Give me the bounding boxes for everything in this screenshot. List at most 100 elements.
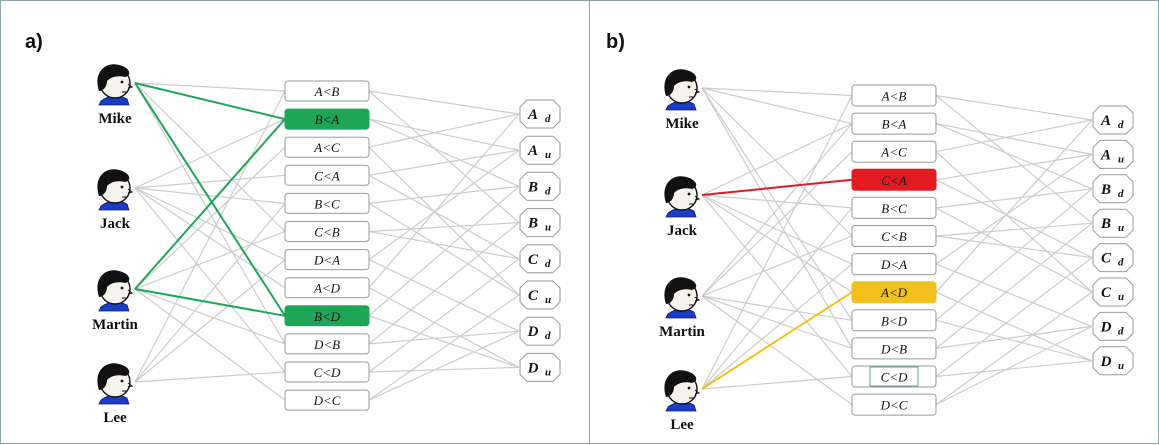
a-avatar-hair bbox=[97, 169, 130, 196]
b-highlighted-edge bbox=[701, 178, 853, 196]
b-edge bbox=[701, 151, 853, 297]
a-edge bbox=[134, 230, 286, 290]
b-edges bbox=[701, 87, 1093, 406]
b-outcome-node-sub: u bbox=[1118, 291, 1124, 303]
a-person-avatar bbox=[97, 270, 134, 312]
a-person-avatar bbox=[97, 64, 134, 106]
a-outcome-node-base: C bbox=[528, 288, 539, 304]
a-edge bbox=[368, 287, 520, 368]
a-outcome-node-sub: u bbox=[545, 149, 551, 161]
a-outcome-node-base: A bbox=[527, 107, 538, 123]
b-edge bbox=[935, 123, 1093, 155]
a-preference-label: C<A bbox=[314, 168, 339, 183]
b-person-avatar bbox=[664, 69, 701, 111]
b-outcome-node-sub: u bbox=[1118, 360, 1124, 372]
a-preference-label: B<A bbox=[315, 112, 340, 127]
a-edge bbox=[368, 90, 520, 224]
b-preference-box-rect bbox=[851, 196, 937, 219]
a-edge bbox=[134, 187, 286, 373]
b-preference-label: B<D bbox=[881, 313, 908, 328]
b-edge bbox=[701, 87, 853, 237]
b-outcome-node-base: C bbox=[1101, 285, 1112, 301]
a-outcome-node-base: C bbox=[528, 252, 539, 268]
b-edge bbox=[935, 291, 1093, 362]
b-edge bbox=[935, 153, 1093, 181]
a-edge bbox=[134, 187, 286, 289]
b-edge bbox=[935, 119, 1093, 153]
b-outcome-node-sub: d bbox=[1118, 119, 1124, 131]
b-preference-box: B<A bbox=[851, 112, 937, 135]
a-edge bbox=[368, 90, 520, 115]
b-edge bbox=[701, 194, 853, 293]
b-outcome-node-base: D bbox=[1100, 354, 1112, 370]
b-person-name: Jack bbox=[667, 223, 698, 239]
b-edge bbox=[701, 263, 853, 390]
b-preference-label: A<C bbox=[880, 145, 907, 160]
b-preference-box: A<D bbox=[851, 281, 937, 304]
b-preference-box-rect bbox=[851, 140, 937, 163]
a-preference-box-rect bbox=[284, 108, 370, 130]
b-preference-label: D<C bbox=[880, 398, 908, 413]
b-preference-box-rect bbox=[851, 112, 937, 135]
b-preference-box: D<A bbox=[851, 253, 937, 276]
a-highlighted-edge bbox=[134, 118, 286, 290]
a-preference-box: B<C bbox=[284, 192, 370, 214]
b-preference-label: C<A bbox=[881, 173, 906, 188]
a-preference-box: A<B bbox=[284, 80, 370, 102]
a-person-avatar bbox=[97, 169, 134, 211]
b-preference-box-rect bbox=[851, 309, 937, 332]
b-outcome-node-shape bbox=[1092, 243, 1134, 273]
b-edge bbox=[935, 153, 1093, 265]
b-avatar-nose bbox=[694, 195, 701, 201]
a-preference-box-rect bbox=[284, 305, 370, 327]
a-outcome-node-base: B bbox=[527, 216, 538, 232]
a-edge bbox=[368, 149, 520, 261]
b-person-name: Martin bbox=[659, 324, 705, 340]
a-outcome-node-shape bbox=[519, 208, 561, 238]
b-preference-label: A<B bbox=[881, 89, 907, 104]
b-avatar-eye bbox=[687, 192, 691, 196]
a-highlighted-edge bbox=[134, 288, 286, 317]
b-edge bbox=[701, 295, 853, 349]
b-avatar-hair bbox=[664, 69, 697, 96]
b-highlighted-edges bbox=[701, 178, 853, 390]
b-avatar-nose bbox=[694, 88, 701, 94]
b-edge bbox=[935, 257, 1093, 377]
a-preference-box-rect bbox=[284, 249, 370, 271]
a-preference-box-rect bbox=[284, 80, 370, 102]
a-preference-box-rect bbox=[284, 389, 370, 411]
a-person-name: Mike bbox=[98, 111, 132, 127]
b-edge bbox=[935, 123, 1093, 190]
a-highlighted-edges bbox=[134, 82, 286, 317]
a-edge bbox=[368, 294, 520, 401]
b-edge bbox=[935, 263, 1093, 327]
b-edge bbox=[701, 87, 853, 97]
a-preference-box-rect bbox=[284, 164, 370, 186]
b-preference-box-rect bbox=[851, 281, 937, 304]
b-preference-box: B<C bbox=[851, 196, 937, 219]
b-outcome-node-shape bbox=[1092, 277, 1134, 307]
a-highlighted-edge bbox=[134, 82, 286, 121]
b-preference-box-rect bbox=[851, 253, 937, 276]
b-edge bbox=[701, 207, 853, 390]
a-edge bbox=[368, 118, 520, 151]
a-outcome-node-sub: d bbox=[545, 330, 551, 342]
b-edge bbox=[701, 375, 853, 390]
b-avatar-nose bbox=[694, 389, 701, 395]
a-edge bbox=[134, 187, 286, 204]
b-preference-boxes: A<BB<AA<CC<AB<CC<BD<AA<DB<DD<BC<DD<C bbox=[851, 84, 937, 416]
a-edge bbox=[134, 118, 286, 189]
a-edge bbox=[368, 146, 520, 296]
b-outcome-node-sub: u bbox=[1118, 222, 1124, 234]
a-avatar-nose bbox=[127, 83, 134, 89]
b-person-name: Mike bbox=[665, 116, 699, 132]
b-outcome-node-sub: d bbox=[1118, 257, 1124, 269]
